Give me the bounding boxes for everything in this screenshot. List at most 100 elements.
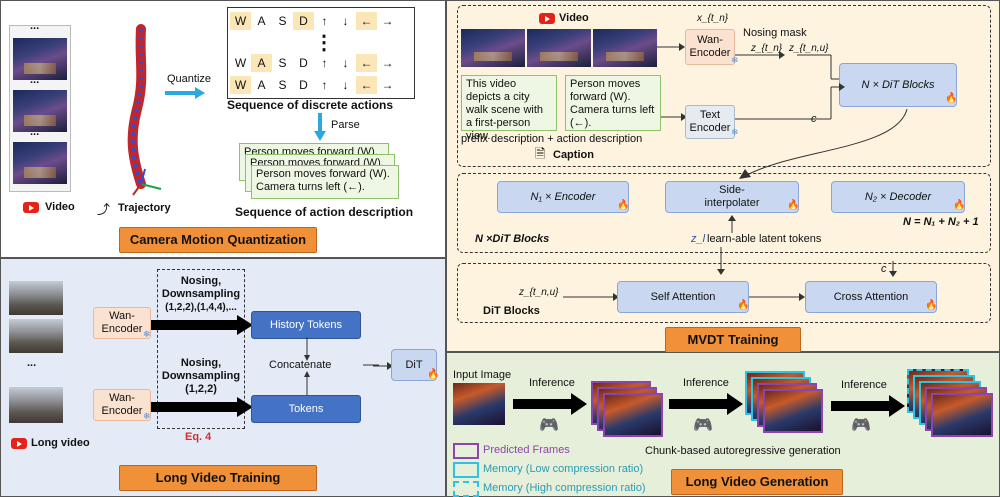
caption-action: Person moves forward (W). Camera turns l…: [565, 75, 661, 131]
legend-low-swatch: [453, 462, 479, 478]
youtube-icon: [23, 202, 39, 213]
frozen-icon: ❄: [143, 329, 151, 339]
key-cell: ↓: [342, 56, 349, 70]
mvdt-training-panel: Video x_{t_n} Wan-Encoder ❄ Nosing mask …: [446, 0, 1000, 353]
wan-encoder-2: Wan-Encoder: [93, 389, 151, 421]
key-cell: A: [251, 54, 272, 72]
caption-prefix-text: This video depicts a city walk scene wit…: [466, 78, 544, 142]
key-cell: ←: [356, 76, 377, 94]
key-cell: ←: [356, 12, 377, 30]
lvt-title: Long Video Training: [119, 465, 317, 491]
n1-encoder-label: N₁ × Encoder: [530, 191, 596, 203]
video-frame: [13, 142, 67, 184]
key-cell: →: [381, 56, 394, 70]
nd1-line: Nosing,: [180, 275, 222, 287]
trainable-icon: 🔥: [787, 200, 800, 211]
long-video-generation-panel: Input Image Inference 🎮 Inference 🎮 Infe…: [446, 352, 1000, 497]
mvdt-bottom-block: [457, 263, 991, 323]
legend-predicted-swatch: [453, 443, 479, 459]
concat-connectors: [304, 337, 379, 395]
z-tn-label: z_{t_n}: [751, 43, 783, 54]
chunk-label: Chunk-based autoregressive generation: [645, 445, 841, 457]
input-image: [453, 383, 505, 425]
trainable-icon: 🔥: [953, 200, 966, 211]
key-cell: →: [381, 14, 394, 28]
key-cell: ↓: [342, 14, 349, 28]
to-dit-arrow: [373, 362, 393, 370]
description-card-front: Person moves forward (W). Camera turns l…: [251, 165, 399, 199]
cross-attention-label: Cross Attention: [833, 291, 909, 303]
dit-label: DiT: [405, 359, 423, 371]
mvdt-frame: [461, 29, 525, 67]
generated-frame: [931, 393, 993, 437]
mvdt-wan-encoder: Wan-Encoder: [685, 29, 735, 65]
caption-prefix: This video depicts a city walk scene wit…: [461, 75, 557, 142]
curve-down: [739, 109, 908, 179]
key-cell: S: [278, 56, 287, 70]
text-condition-path: [735, 83, 845, 120]
gamepad-icon: 🎮: [851, 417, 871, 434]
ellipsis-mid: ...: [30, 74, 40, 86]
trainable-icon: 🔥: [737, 300, 750, 311]
mvdt-title: MVDT Training: [665, 327, 801, 353]
long-video-frame: [9, 319, 63, 353]
ellipsis-top: ...: [30, 20, 40, 32]
long-video-frame: [9, 387, 63, 423]
trainable-icon: 🔥: [945, 93, 958, 104]
trajectory-legend-label: Trajectory: [118, 202, 171, 214]
key-cell: D: [299, 56, 308, 70]
concatenate-label: Concatenate: [269, 359, 332, 371]
ellipsis: ...: [27, 357, 37, 369]
c-label: c: [811, 113, 817, 125]
gamepad-icon: 🎮: [539, 417, 559, 434]
frozen-icon: ❄: [731, 127, 739, 137]
n-dit-label: N ×DiT Blocks: [475, 233, 550, 245]
zl-label: z_l: [691, 233, 706, 245]
nosing-mask-label: Nosing mask: [743, 27, 807, 39]
arrow-to-text-encoder: [661, 113, 687, 121]
nosing-text-2: Nosing, Downsampling (1,2,2): [157, 357, 245, 396]
seq-discrete-label: Sequence of discrete actions: [227, 98, 394, 112]
inference-arrow-1: [513, 393, 587, 415]
nd2-line: Downsampling: [161, 370, 241, 382]
key-cell: S: [278, 14, 287, 28]
x-tn-label: x_{t_n}: [697, 13, 729, 24]
prefix-label: prefix description + action description: [461, 133, 643, 145]
trajectory-icon: ⤴: [97, 202, 111, 217]
key-cell: ↑: [321, 56, 328, 70]
video-strip: ... ... ...: [9, 20, 71, 192]
youtube-icon: [539, 13, 555, 24]
nosing-downsampling-box: [157, 269, 245, 429]
self-attention-label: Self Attention: [650, 291, 716, 303]
history-tokens-box: History Tokens: [251, 311, 361, 339]
long-video-training-panel: ... Long video Wan-Encoder ❄ Wan-Encoder…: [0, 258, 446, 497]
generated-frame: [603, 393, 663, 437]
mid-to-bottom-arrows: [717, 247, 897, 277]
quantize-arrow: [165, 87, 205, 99]
zl-arrow: [728, 215, 736, 233]
nd1-line: (1,2,2),(1,4,4),...: [165, 302, 237, 313]
inference-label-1: Inference: [529, 377, 575, 389]
text-encoder: Text Encoder: [685, 105, 735, 139]
inference-arrow-2: [669, 393, 743, 415]
key-cell: ↑: [321, 78, 328, 92]
video-frame: [13, 90, 67, 132]
text-encoder-label: Text Encoder: [689, 109, 731, 134]
mvdt-frame: [593, 29, 657, 67]
caption-action-text: Person moves forward (W). Camera turns l…: [570, 78, 655, 129]
c2-label: c: [881, 263, 887, 275]
trajectory-illustration: [127, 24, 162, 196]
history-tokens-label: History Tokens: [270, 319, 342, 331]
trainable-icon: 🔥: [427, 369, 440, 380]
zin-label: z_{t_n,u}: [519, 287, 559, 298]
arrow-to-self-attention: [563, 293, 619, 301]
inference-arrow-3: [831, 395, 905, 417]
seq-desc-label: Sequence of action description: [235, 205, 414, 219]
description-text: Person moves forward (W).: [256, 168, 390, 180]
wan-encoder-label: Wan-Encoder: [101, 392, 143, 417]
youtube-icon: [11, 438, 27, 449]
nd2-line: (1,2,2): [185, 383, 217, 395]
